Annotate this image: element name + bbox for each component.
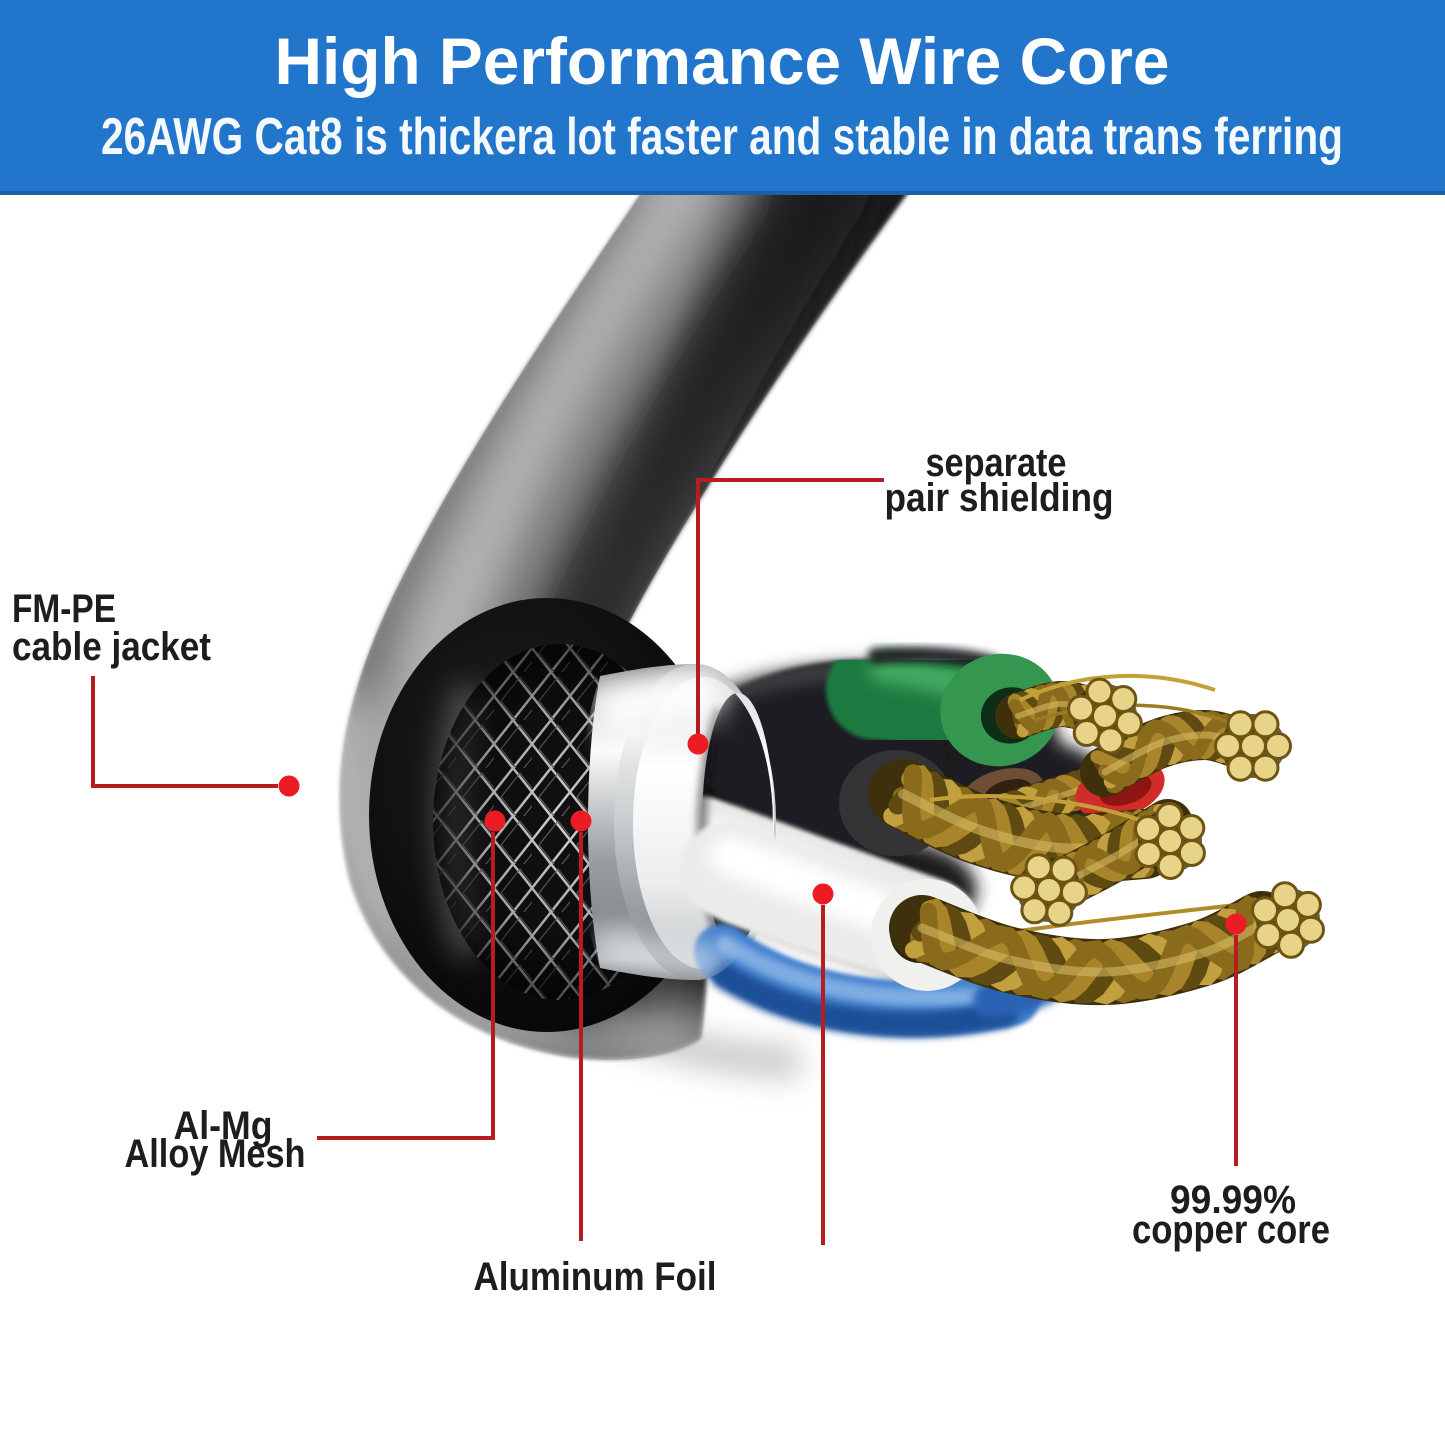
svg-text:High Performance Wire Core: High Performance Wire Core	[275, 24, 1170, 98]
svg-text:copper core: copper core	[1132, 1208, 1330, 1252]
svg-text:Aluminum Foil: Aluminum Foil	[474, 1255, 717, 1299]
svg-text:pair shielding: pair shielding	[885, 476, 1114, 520]
svg-text:Al-Mg: Al-Mg	[174, 1104, 273, 1148]
svg-text:Alloy Mesh: Alloy Mesh	[125, 1132, 306, 1176]
svg-text:FM-PE: FM-PE	[12, 587, 116, 631]
svg-text:26AWG Cat8 is thickera lot fas: 26AWG Cat8 is thickera lot faster and st…	[101, 108, 1343, 166]
svg-text:cable jacket: cable jacket	[12, 625, 211, 669]
svg-text:separate: separate	[926, 441, 1067, 485]
svg-text:99.99%: 99.99%	[1170, 1178, 1296, 1222]
